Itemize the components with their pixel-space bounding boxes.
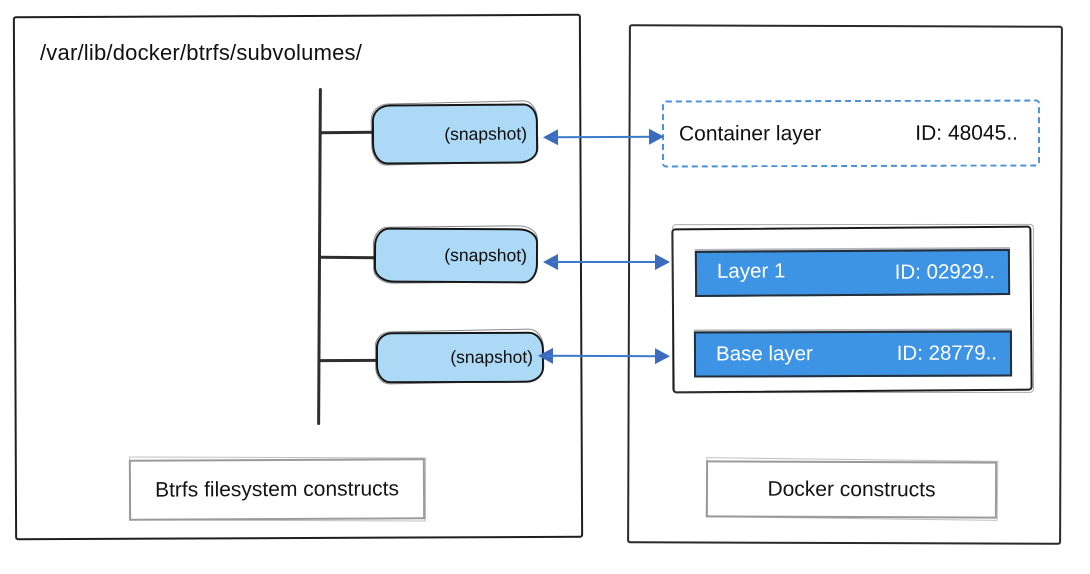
container-layer-box: Container layer ID: 48045.. (661, 99, 1041, 168)
tree-branch-line-3 (318, 358, 381, 362)
arrow-right-head-icon (654, 348, 671, 365)
base-layer-id: ID: 28779.. (896, 341, 998, 365)
docker-caption-box: Docker constructs (705, 460, 998, 519)
arrow-right-head-icon (655, 254, 670, 270)
arrow-shaft (551, 260, 662, 264)
layer-1-bar: Layer 1 ID: 02929.. (694, 249, 1011, 297)
container-layer-label: Container layer (678, 121, 822, 145)
arrow-snapshot2-layer1 (543, 254, 670, 270)
layer-1-label: Layer 1 (716, 259, 786, 283)
container-layer-id: ID: 48045.. (915, 121, 1019, 145)
snapshot-node-3: (snapshot) (375, 331, 545, 384)
arrow-snapshot3-base-layer (537, 347, 671, 365)
snapshot-node-1: (snapshot) (371, 103, 539, 165)
arrow-right-head-icon (648, 128, 665, 145)
snapshot-label: (snapshot) (450, 346, 534, 368)
snapshot-node-2: (snapshot) (373, 227, 539, 284)
base-layer-label: Base layer (715, 342, 813, 366)
layer-1-id: ID: 02929.. (894, 260, 996, 284)
snapshot-label: (snapshot) (444, 244, 528, 266)
docker-caption-label: Docker constructs (767, 477, 936, 501)
subvolumes-path-title: /var/lib/docker/btrfs/subvolumes/ (40, 40, 363, 65)
snapshot-label: (snapshot) (444, 122, 528, 144)
arrow-snapshot1-container-layer (542, 128, 665, 146)
base-layer-bar: Base layer ID: 28779.. (693, 330, 1013, 378)
btrfs-caption-label: Btrfs filesystem constructs (154, 476, 399, 502)
tree-branch-line-2 (318, 255, 379, 259)
arrow-left-head-icon (543, 254, 558, 270)
arrow-shaft (550, 135, 657, 139)
arrow-shaft (545, 354, 663, 358)
btrfs-caption-box: Btrfs filesystem constructs (128, 458, 426, 521)
